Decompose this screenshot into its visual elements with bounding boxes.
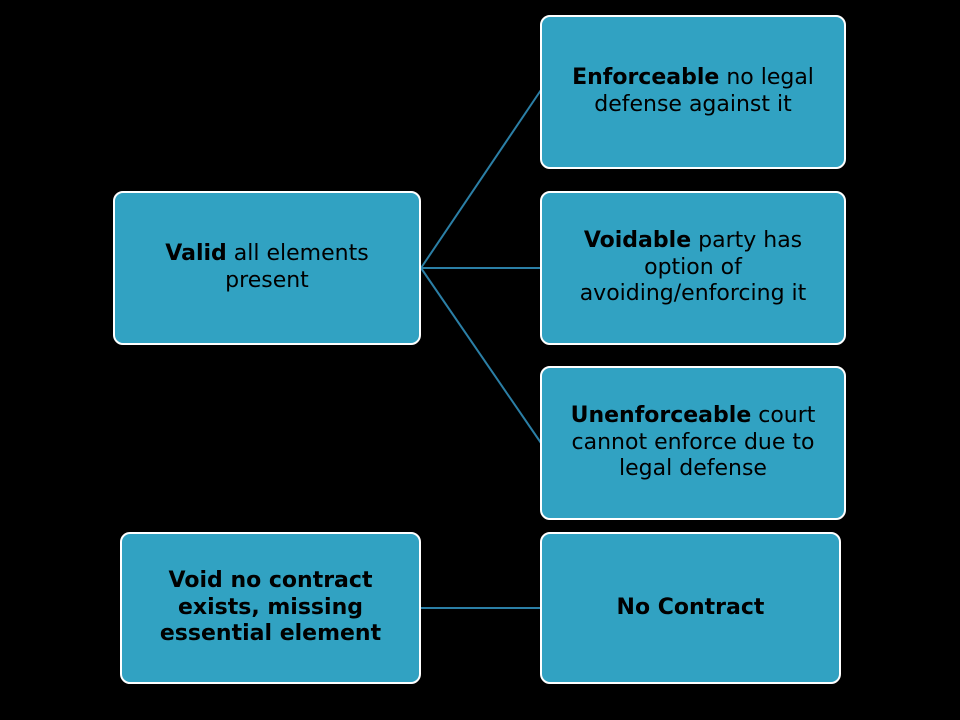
node-void-desc: no contract exists, missing essential el… [159, 567, 382, 647]
node-voidable-text: Voidable party has option of avoiding/en… [548, 228, 838, 308]
node-valid-text: Valid all elements present [121, 241, 413, 295]
node-enforceable-term: Enforceable [572, 65, 720, 91]
node-enforceable-desc: no legal defense against it [594, 65, 814, 117]
node-unenforceable: Unenforceable court cannot enforce due t… [540, 366, 846, 520]
node-unenforceable-term: Unenforceable [570, 402, 752, 428]
node-no-contract: No Contract [540, 532, 841, 684]
node-valid-term: Valid [165, 241, 227, 267]
node-unenforceable-text: Unenforceable court cannot enforce due t… [548, 403, 838, 483]
node-voidable-term: Voidable [583, 227, 692, 253]
node-voidable: Voidable party has option of avoiding/en… [540, 191, 846, 345]
node-void: Void no contract exists, missing essenti… [120, 532, 421, 684]
connector-valid-unenforceable [420, 267, 542, 444]
node-valid-desc: all elements present [225, 241, 369, 293]
connector-valid-enforceable [420, 89, 542, 269]
node-valid: Valid all elements present [113, 191, 421, 345]
node-no-contract-label: No Contract [616, 594, 765, 620]
node-void-text: Void no contract exists, missing essenti… [144, 568, 397, 648]
node-voidable-desc: party has option of avoiding/enforcing i… [579, 227, 807, 307]
node-unenforceable-desc: court cannot enforce due to legal defens… [571, 402, 816, 482]
node-void-term: Void [168, 567, 223, 593]
node-enforceable: Enforceable no legal defense against it [540, 15, 846, 169]
node-enforceable-text: Enforceable no legal defense against it [568, 65, 818, 119]
